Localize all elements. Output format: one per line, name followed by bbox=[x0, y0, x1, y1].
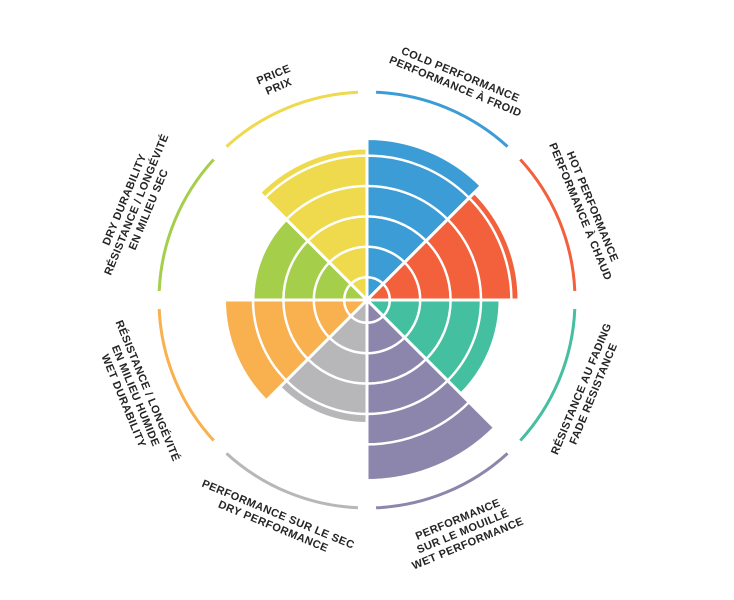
wet-performance-arc bbox=[376, 452, 509, 510]
dry-durability-arc bbox=[157, 158, 215, 291]
wet-performance-label: PERFORMANCESUR LE MOUILLÉWET PERFORMANCE bbox=[401, 491, 526, 572]
wet-durability-sector bbox=[222, 298, 371, 403]
wet-performance-sector bbox=[365, 296, 497, 483]
dry-performance-arc bbox=[225, 452, 358, 510]
grid-ring bbox=[342, 275, 392, 325]
grid-ring bbox=[251, 184, 483, 416]
hot-performance-sector bbox=[363, 190, 521, 302]
hot-performance-arc bbox=[519, 158, 577, 291]
grid-ring bbox=[282, 215, 452, 385]
cold-performance-label: COLD PERFORMANCEPERFORMANCE À FROID bbox=[387, 42, 528, 119]
dry-durability-label: DRY DURABILITYRÉSISTANCE / LONGÉVITÉEN M… bbox=[90, 127, 183, 282]
fade-resistance-arc bbox=[519, 309, 577, 442]
price-label: PRICEPRIX bbox=[255, 63, 297, 100]
price-sector bbox=[257, 146, 369, 304]
wet-durability-label: RÉSISTANCE / LONGÉVITÉEN MILIEU HUMIDEWE… bbox=[89, 318, 183, 473]
cold-performance-arc bbox=[376, 90, 509, 148]
grid-ring bbox=[312, 245, 422, 355]
dry-performance-label: PERFORMANCE SUR LE SECDRY PERFORMANCE bbox=[195, 478, 356, 564]
fade-resistance-label: RÉSISTANCE AU FADINGFADE RESISTANCE bbox=[548, 321, 626, 461]
cold-performance-sector bbox=[365, 136, 484, 304]
hot-performance-label: HOT PERFORMANCEPERFORMANCE À CHAUD bbox=[546, 136, 626, 282]
wet-durability-arc bbox=[157, 309, 215, 442]
price-arc bbox=[225, 90, 358, 148]
grid-ring bbox=[221, 154, 513, 446]
fade-resistance-sector bbox=[363, 298, 502, 397]
